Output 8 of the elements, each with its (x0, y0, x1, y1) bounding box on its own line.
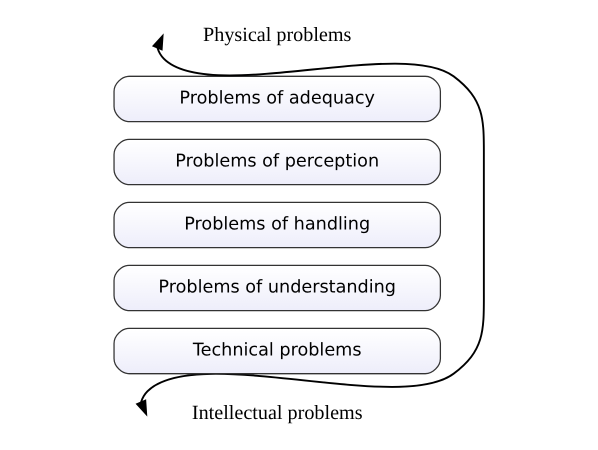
node-box: Problems of perception (113, 138, 442, 186)
node-box: Technical problems (113, 328, 442, 374)
node-box: Problems of adequacy (113, 76, 442, 122)
arrow (136, 33, 485, 417)
node-text: Intellectual problems (192, 402, 363, 424)
node-text: Physical problems (203, 24, 352, 46)
node-box: Problems of understanding (113, 264, 442, 312)
node-box: Problems of handling (113, 202, 442, 248)
